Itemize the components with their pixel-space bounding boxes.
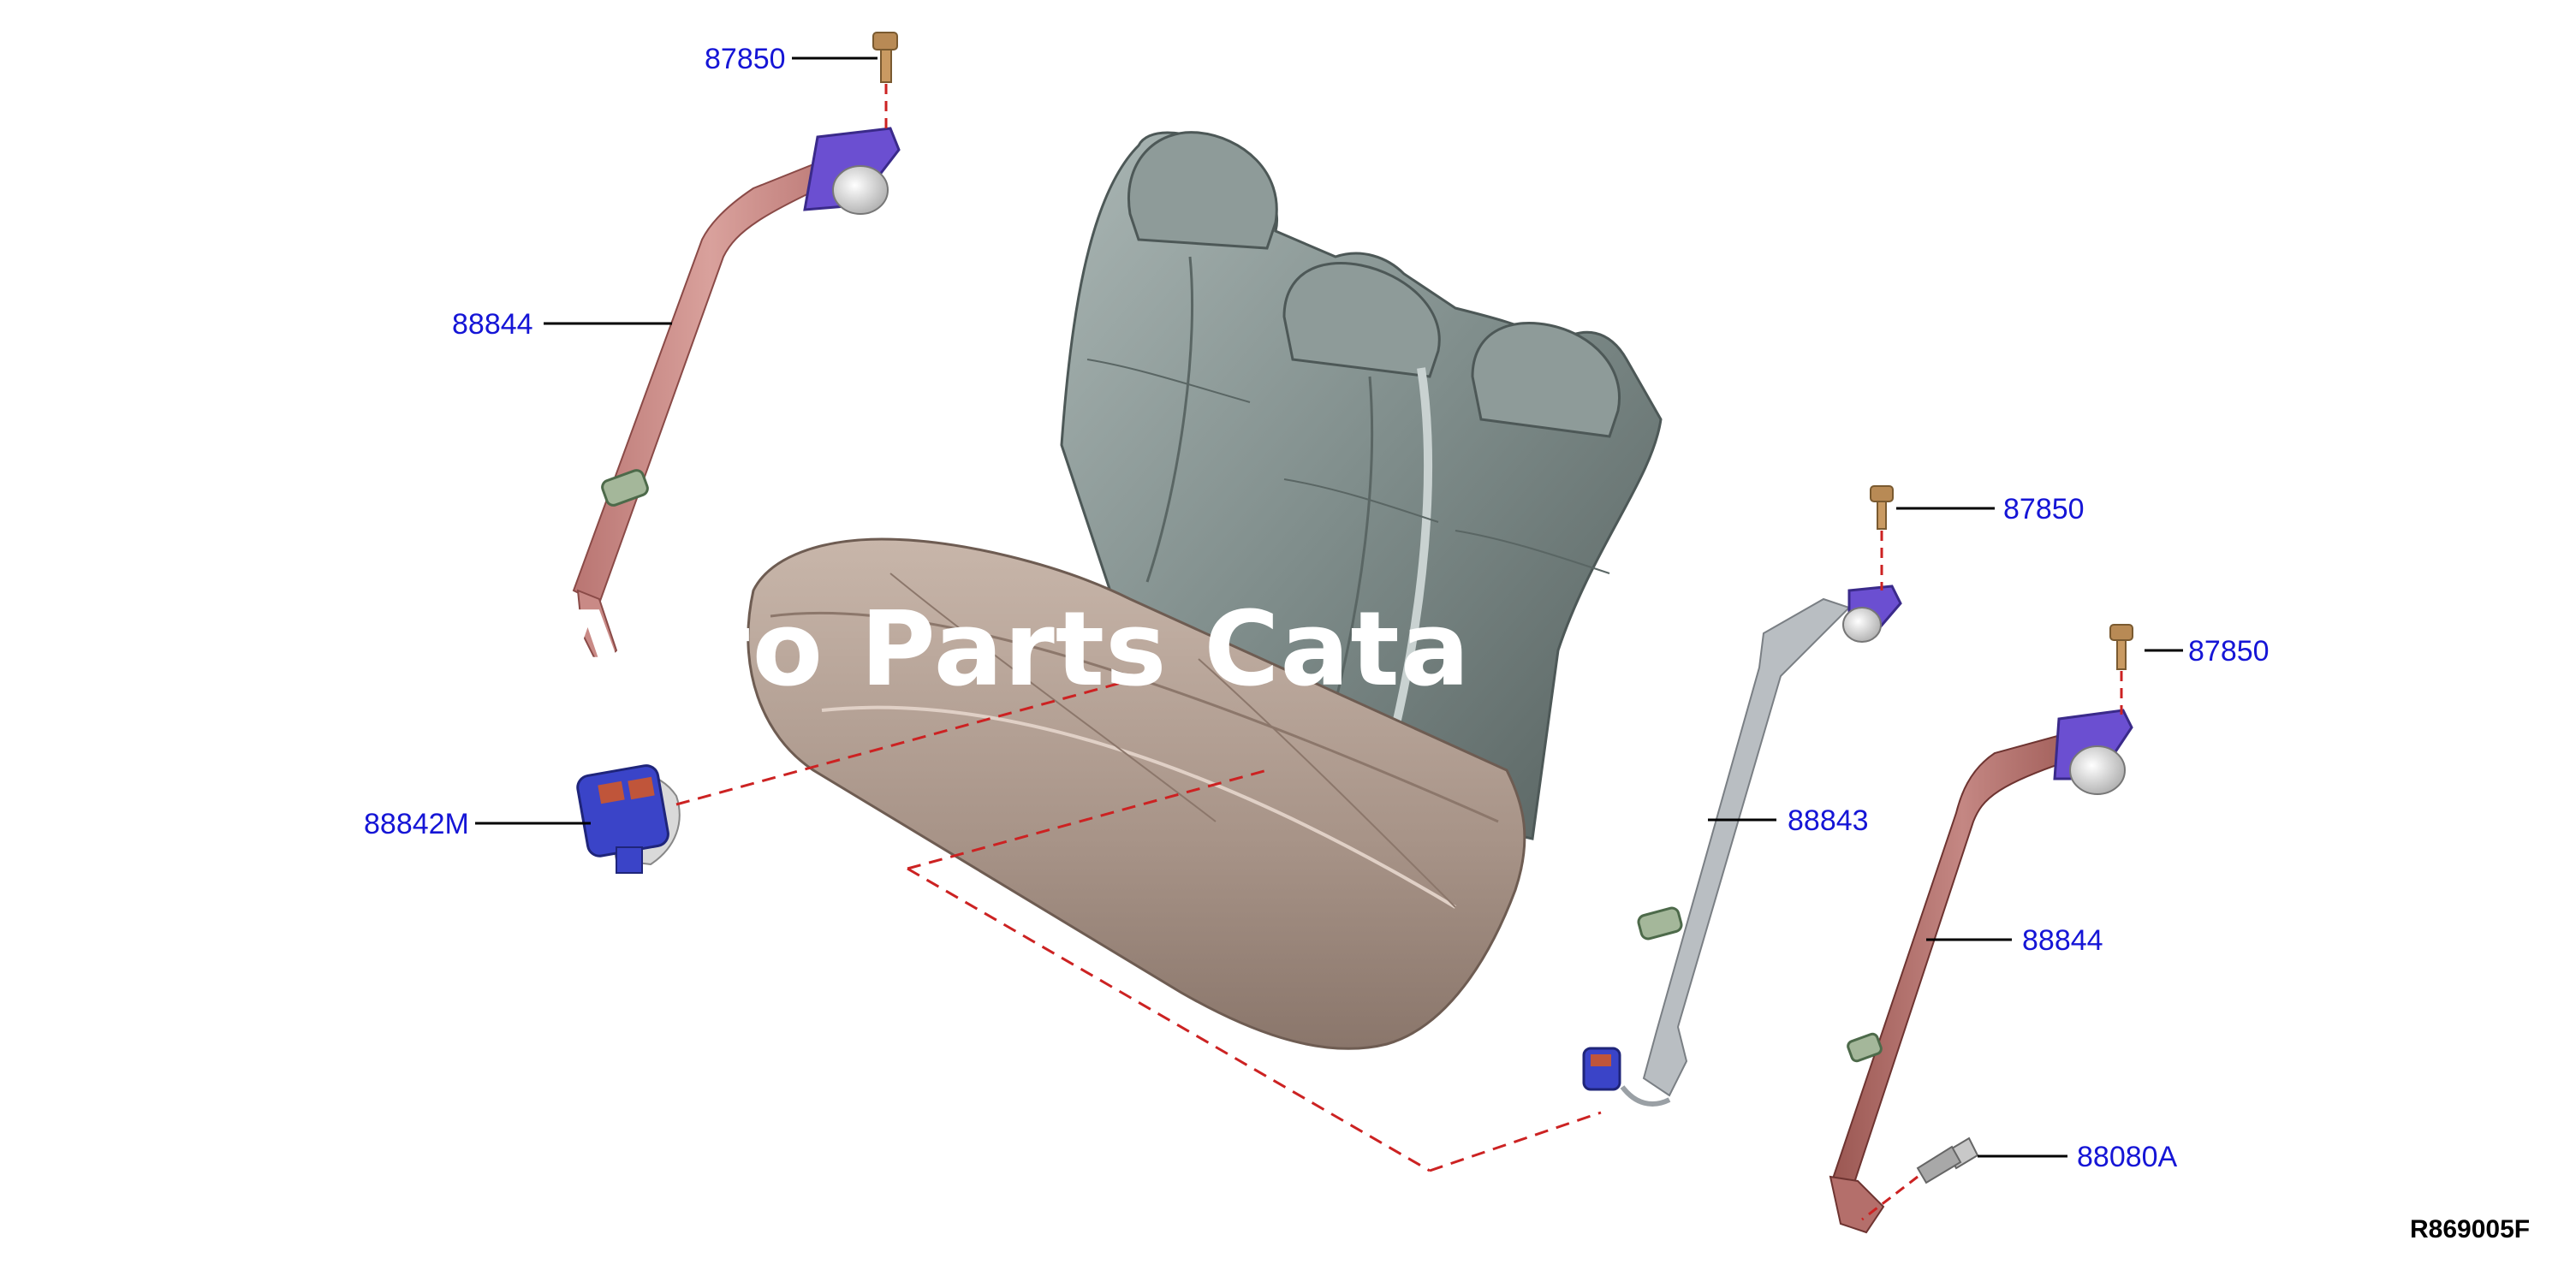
callout-87850-mid[interactable]: 87850 — [2003, 493, 2085, 525]
callout-87850-right[interactable]: 87850 — [2188, 635, 2270, 668]
left-belt-guide — [601, 469, 649, 507]
center-seat-belt-assembly[interactable] — [1582, 485, 1902, 1107]
callout-88843[interactable]: 88843 — [1788, 804, 1869, 837]
buckle-body — [576, 764, 669, 858]
center-buckle-assembly[interactable] — [576, 763, 681, 874]
callout-88844-right[interactable]: 88844 — [2022, 924, 2103, 957]
headrest-right — [1471, 322, 1621, 438]
right-seat-belt-assembly[interactable] — [1829, 624, 2133, 1234]
assembly-dashed-links — [675, 679, 1602, 1172]
callout-87850-top[interactable]: 87850 — [705, 43, 786, 75]
left-seat-belt-assembly[interactable] — [572, 32, 901, 669]
seat-cushion — [747, 537, 1526, 1050]
right-retractor — [2069, 745, 2126, 795]
callout-88080A[interactable]: 88080A — [2077, 1141, 2178, 1173]
left-belt-webbing — [572, 152, 849, 605]
headrest-left — [1127, 131, 1278, 250]
center-top-bolt[interactable] — [1870, 485, 1894, 530]
leader-lines — [475, 56, 2183, 1158]
anchor-bolt[interactable] — [1916, 1136, 1979, 1184]
right-belt-guide — [1847, 1032, 1883, 1063]
center-belt-webbing — [1642, 597, 1851, 1097]
callout-88842M[interactable]: 88842M — [364, 808, 469, 840]
headrest-center — [1282, 262, 1441, 378]
left-top-bolt[interactable] — [872, 32, 898, 83]
right-top-bolt[interactable] — [2109, 624, 2133, 670]
watermark-text: Auto Parts Cata — [548, 590, 1471, 709]
callout-88844-left[interactable]: 88844 — [452, 308, 533, 341]
right-belt-webbing — [1830, 726, 2095, 1187]
center-buckle[interactable] — [1582, 1047, 1671, 1107]
diagram-reference-code: R869005F — [2410, 1215, 2531, 1243]
rear-seat-assembly — [747, 131, 1663, 1050]
center-belt-guide — [1637, 906, 1683, 941]
left-retractor — [832, 165, 889, 215]
